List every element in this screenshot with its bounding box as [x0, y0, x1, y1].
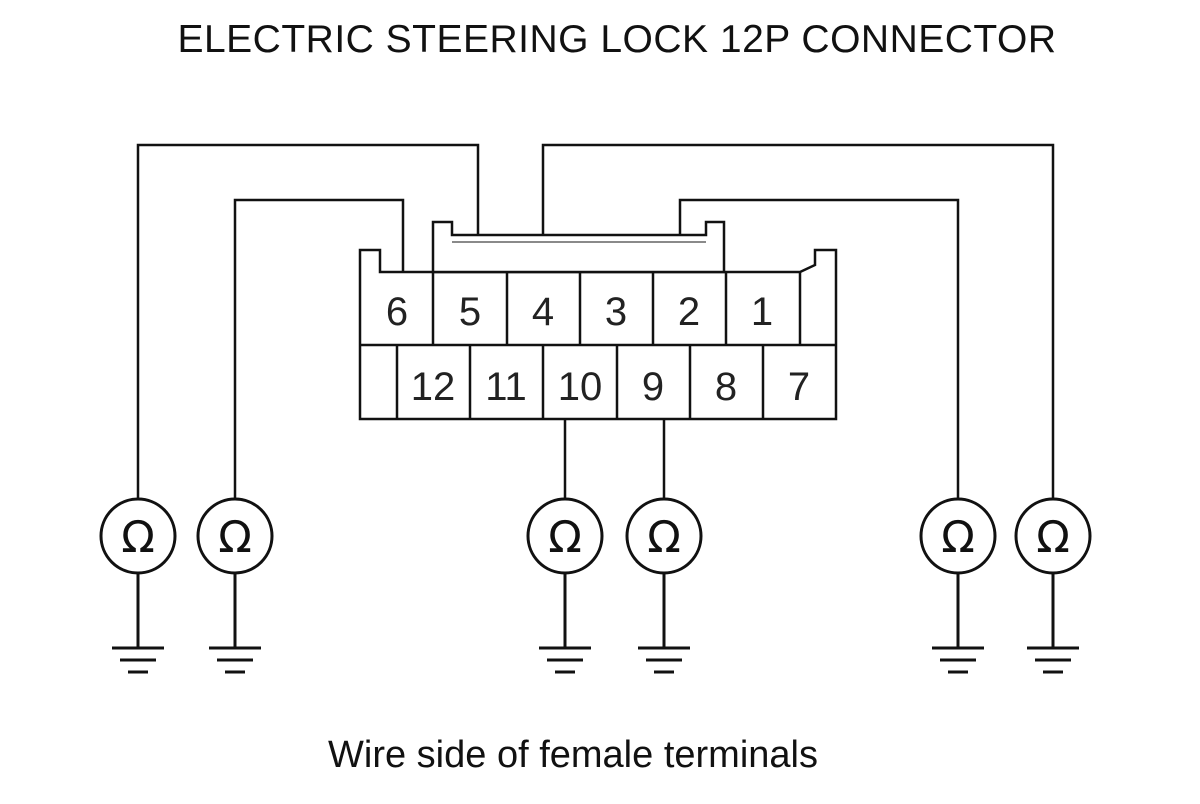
pin-8-label: 8 — [715, 365, 737, 409]
meter-5-symbol: Ω — [941, 512, 975, 563]
pin-7-label: 7 — [788, 365, 810, 409]
pin-6-label: 6 — [386, 290, 408, 334]
pin-5-label: 5 — [459, 290, 481, 334]
ground-icon — [112, 573, 164, 674]
ground-icon — [539, 573, 591, 674]
pin-1-label: 1 — [751, 290, 773, 334]
ground-icon — [932, 573, 984, 674]
meter-6-symbol: Ω — [1036, 512, 1070, 563]
diagram-caption: Wire side of female terminals — [328, 734, 818, 776]
grounds — [112, 573, 1079, 674]
ohmmeter-icon: Ω — [526, 497, 604, 575]
meter-4-symbol: Ω — [647, 512, 681, 563]
meter-2-symbol: Ω — [218, 512, 252, 563]
ground-icon — [1027, 573, 1079, 674]
ohmmeters: Ω Ω Ω Ω Ω Ω — [99, 497, 1092, 575]
diagram-title: ELECTRIC STEERING LOCK 12P CONNECTOR — [177, 18, 1057, 61]
connector-housing — [358, 248, 838, 421]
ohmmeter-icon: Ω — [1014, 497, 1092, 575]
ohmmeter-icon: Ω — [919, 497, 997, 575]
pin-10-label: 10 — [558, 365, 603, 409]
meter-3-symbol: Ω — [548, 512, 582, 563]
connector-lock-tab — [431, 220, 726, 274]
ohmmeter-icon: Ω — [625, 497, 703, 575]
pin-4-label: 4 — [532, 290, 554, 334]
wire-pin5-meter1 — [136, 143, 480, 498]
pin-9-label: 9 — [642, 365, 664, 409]
wire-pin6-meter2 — [233, 198, 405, 498]
meter-1-symbol: Ω — [121, 512, 155, 563]
ground-icon — [209, 573, 261, 674]
pin-3-label: 3 — [605, 290, 627, 334]
pin-12-label: 12 — [411, 365, 456, 409]
pin-11-label: 11 — [485, 365, 527, 409]
connector-12p: 6 5 4 3 2 1 12 11 10 9 8 7 — [358, 220, 838, 421]
wire-pin4-meter6 — [541, 143, 1055, 498]
ohmmeter-icon: Ω — [99, 497, 177, 575]
pin-2-label: 2 — [678, 290, 700, 334]
ohmmeter-icon: Ω — [196, 497, 274, 575]
ground-icon — [638, 573, 690, 674]
